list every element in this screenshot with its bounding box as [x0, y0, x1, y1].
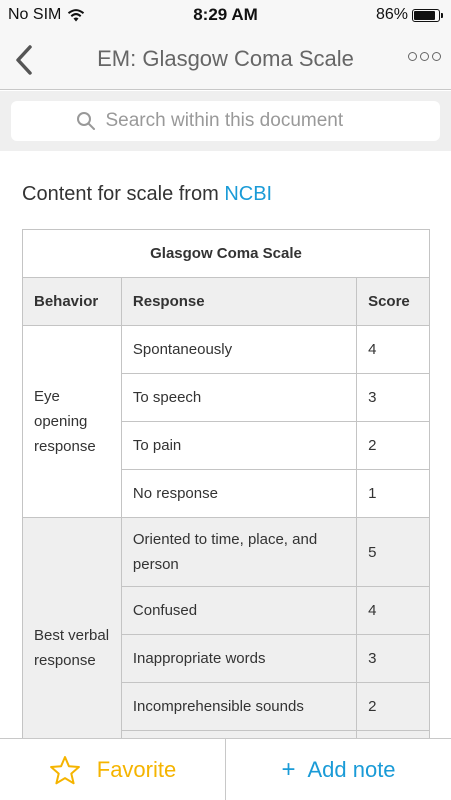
more-options-button[interactable]: [404, 48, 445, 65]
intro-text: Content for scale from: [22, 183, 225, 205]
carrier-indicator: No SIM: [8, 6, 85, 24]
bottom-action-bar: Favorite + Add note: [0, 738, 451, 800]
table-row: Confused 4: [23, 586, 430, 635]
wifi-icon: [68, 8, 85, 21]
score-cell: 2: [356, 421, 430, 470]
content-intro: Content for scale from NCBI: [22, 183, 272, 206]
star-icon: [49, 755, 80, 784]
battery-indicator: 86%: [376, 6, 443, 24]
carrier-label: No SIM: [8, 6, 62, 23]
search-area: [0, 91, 451, 151]
document-content: Content for scale from NCBI Glasgow Coma…: [0, 151, 451, 800]
chevron-left-icon: [16, 45, 32, 75]
navigation-bar: EM: Glasgow Coma Scale: [0, 30, 451, 90]
behavior-cell-verbal: Best verbal response: [22, 517, 122, 779]
status-bar: No SIM 8:29 AM 86%: [0, 0, 451, 30]
favorite-label: Favorite: [96, 756, 177, 782]
search-box[interactable]: [11, 101, 440, 141]
plus-icon: +: [281, 755, 296, 783]
search-input[interactable]: [105, 110, 376, 132]
table-caption: Glasgow Coma Scale: [22, 229, 430, 278]
ncbi-link[interactable]: NCBI: [224, 183, 273, 205]
score-cell: 3: [356, 373, 430, 422]
response-cell: No response: [120, 469, 358, 518]
response-cell: To speech: [120, 373, 358, 422]
page-title: EM: Glasgow Coma Scale: [97, 46, 354, 71]
behavior-cell-eye: Eye opening response: [22, 325, 122, 518]
response-cell: Confused: [120, 586, 358, 635]
response-cell: Oriented to time, place, and person: [120, 517, 358, 587]
score-cell: 5: [356, 517, 430, 587]
column-header-response: Response: [120, 277, 358, 326]
table-row: To pain 2: [23, 421, 430, 470]
score-cell: 2: [356, 682, 430, 731]
search-icon: [76, 112, 95, 130]
table-row: Best verbal response Oriented to time, p…: [22, 517, 430, 779]
table-row: To speech 3: [23, 373, 430, 422]
column-header-score: Score: [356, 277, 430, 326]
response-cell: To pain: [120, 421, 358, 470]
glasgow-coma-scale-table: Glasgow Coma Scale Behavior Response Sco…: [22, 229, 430, 779]
table-row: Inappropriate words 3: [23, 634, 430, 683]
score-cell: 1: [356, 469, 430, 518]
more-dots-icon: [408, 52, 417, 61]
response-cell: Spontaneously: [120, 325, 358, 374]
table-row: Eye opening response Spontaneously 4: [22, 325, 430, 518]
battery-icon: [412, 8, 440, 22]
score-cell: 4: [356, 325, 430, 374]
battery-percent: 86%: [375, 6, 408, 23]
add-note-button[interactable]: + Add note: [225, 739, 451, 800]
response-cell: Incomprehensible sounds: [120, 682, 358, 731]
response-cell: Inappropriate words: [120, 634, 358, 683]
column-header-behavior: Behavior: [22, 277, 122, 326]
score-cell: 3: [356, 634, 430, 683]
favorite-button[interactable]: Favorite: [0, 739, 225, 800]
table-row: No response 1: [23, 469, 430, 518]
score-cell: 4: [356, 586, 430, 635]
back-button[interactable]: [6, 40, 42, 80]
status-time: 8:29 AM: [193, 5, 258, 24]
add-note-label: Add note: [307, 756, 396, 782]
